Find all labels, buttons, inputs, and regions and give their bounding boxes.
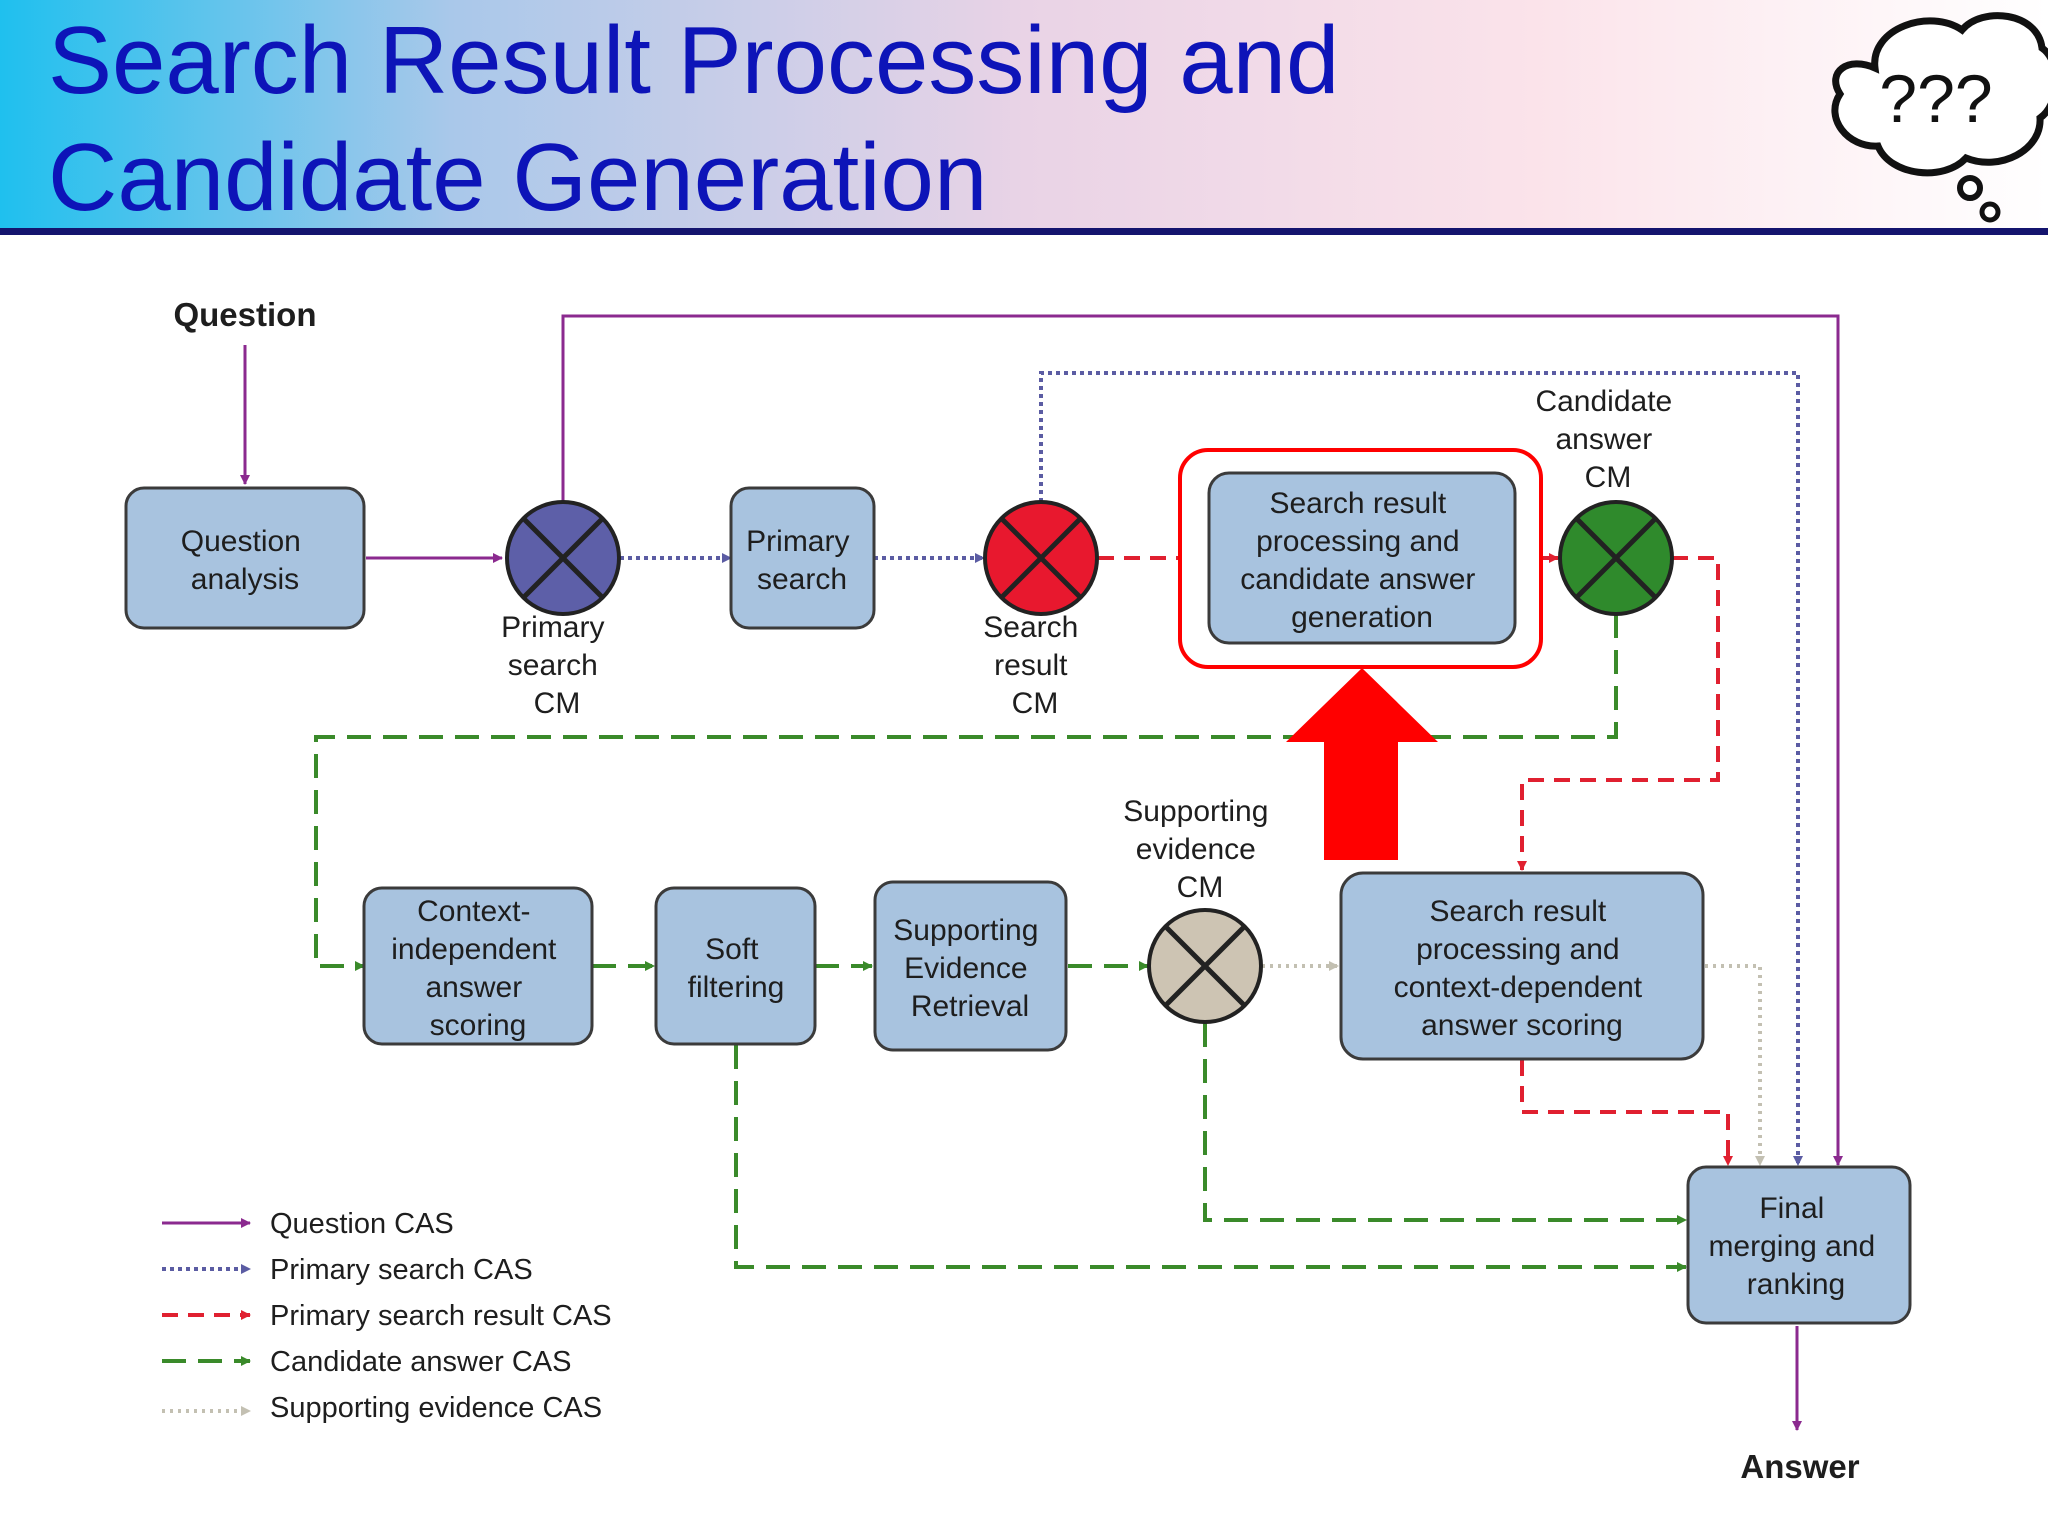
svg-text:Supporting Evidence: Supporting Evidence Retrieval [893, 914, 1046, 1023]
legend-item-candidate-answer-cas: Candidate answer CAS [162, 1346, 571, 1378]
final-merging-line-3: ranking [1747, 1268, 1845, 1301]
candidate-generation-line-3: candidate answer [1240, 563, 1475, 596]
context-independent-scoring-box: Context- independent answer scoring [362, 886, 594, 1046]
context-independent-line-3: answer [425, 971, 522, 1004]
highlight-arrow-icon [1286, 668, 1438, 860]
supporting-evidence-cm-icon [1147, 908, 1263, 1024]
search-result-cm-icon [983, 500, 1099, 616]
svg-text:Search result processing: Search result processing and candidate a… [1240, 487, 1484, 634]
svg-text:Search result processing: Search result processing and context-dep… [1394, 895, 1651, 1042]
primary-search-line-1: Primary [746, 525, 849, 558]
svg-text:Soft filtering: Soft filtering [688, 933, 785, 1004]
final-merging-line-1: Final [1759, 1192, 1824, 1225]
answer-output-label: Answer [1740, 1448, 1859, 1485]
legend-label: Primary search result CAS [270, 1300, 612, 1332]
search-result-cm-line-1: Search [983, 611, 1078, 644]
candidate-answer-cm-line-3: CM [1585, 461, 1632, 494]
svg-text:Context- independent: Context- independent answer scoring [391, 895, 565, 1042]
slide-title: Search Result Processing and Candidate G… [48, 2, 1339, 236]
supporting-evidence-cas-connectors [1262, 961, 1765, 1166]
candidate-generation-line-1: Search result [1269, 487, 1446, 520]
supporting-evidence-retrieval-line-2: Evidence [904, 952, 1027, 985]
context-dependent-line-4: answer scoring [1421, 1009, 1623, 1042]
primary-search-box: Primary search [729, 486, 876, 630]
primary-search-line-2: search [757, 563, 847, 596]
legend-label: Supporting evidence CAS [270, 1392, 602, 1424]
question-analysis-box: Question analysis [124, 486, 366, 630]
legend-item-question-cas: Question CAS [162, 1208, 454, 1240]
question-analysis-line-2: analysis [191, 563, 299, 596]
header-rule [0, 228, 2048, 235]
title-line-2: Candidate Generation [48, 124, 988, 231]
svg-text:Final merging and: Final merging and ranking [1708, 1192, 1883, 1301]
candidate-answer-cm-line-2: answer [1555, 423, 1652, 456]
question-input-label: Question [173, 296, 316, 333]
legend: Question CAS Primary search CAS Primary … [162, 1208, 612, 1424]
candidate-generation-box: Search result processing and candidate a… [1207, 471, 1517, 645]
candidate-answer-cm-icon [1558, 500, 1674, 616]
primary-search-cm-line-2: search [508, 649, 598, 682]
svg-text:Search result CM: Search result CM [983, 611, 1086, 720]
legend-label: Question CAS [270, 1208, 454, 1240]
primary-search-cm-line-3: CM [534, 687, 581, 720]
svg-text:Supporting evidence CM: Supporting evidence CM [1123, 795, 1276, 904]
supporting-evidence-cm-line-1: Supporting [1123, 795, 1268, 828]
context-independent-line-4: scoring [430, 1009, 527, 1042]
supporting-evidence-cm-line-2: evidence [1136, 833, 1256, 866]
question-cas-connectors [240, 314, 1843, 1431]
candidate-answer-cas-connectors [314, 614, 1687, 1272]
legend-item-primary-search-result-cas: Primary search result CAS [162, 1300, 612, 1332]
supporting-evidence-retrieval-box: Supporting Evidence Retrieval [873, 880, 1068, 1052]
legend-item-supporting-evidence-cas: Supporting evidence CAS [162, 1392, 602, 1424]
soft-filtering-box: Soft filtering [654, 886, 817, 1046]
supporting-evidence-retrieval-line-1: Supporting [893, 914, 1038, 947]
context-dependent-line-3: context-dependent [1394, 971, 1643, 1004]
svg-text:Primary search: Primary search [746, 525, 858, 596]
legend-label: Primary search CAS [270, 1254, 533, 1286]
svg-text:Candidate answer CM: Candidate answer CM [1535, 385, 1680, 494]
svg-text:Question analysis: Question analysis [181, 525, 309, 596]
primary-search-cas-connectors [620, 371, 1803, 1166]
context-independent-line-1: Context- [417, 895, 530, 928]
slide-header [0, 0, 2048, 228]
supporting-evidence-cm-line-3: CM [1177, 871, 1224, 904]
soft-filtering-line-1: Soft [705, 933, 759, 966]
final-merging-box: Final merging and ranking [1686, 1165, 1912, 1325]
search-result-cm-line-2: result [994, 649, 1068, 682]
question-analysis-line-1: Question [181, 525, 301, 558]
svg-text:Primary search CM: Primary search CM [501, 611, 613, 720]
primary-search-cm-line-1: Primary [501, 611, 604, 644]
legend-item-primary-search-cas: Primary search CAS [162, 1254, 533, 1286]
primary-search-cm-icon [505, 500, 621, 616]
soft-filtering-line-2: filtering [688, 971, 785, 1004]
thought-bubble-icon: ??? [1831, 12, 2048, 223]
search-result-cm-line-3: CM [1012, 687, 1059, 720]
candidate-answer-cm-line-1: Candidate [1535, 385, 1672, 418]
thought-bubble-text: ??? [1879, 61, 1992, 137]
final-merging-line-2: merging and [1708, 1230, 1875, 1263]
supporting-evidence-retrieval-line-3: Retrieval [911, 990, 1029, 1023]
context-dependent-line-1: Search result [1429, 895, 1606, 928]
context-independent-line-2: independent [391, 933, 557, 966]
context-dependent-line-2: processing and [1416, 933, 1619, 966]
context-dependent-scoring-box: Search result processing and context-dep… [1339, 871, 1705, 1061]
candidate-generation-line-2: processing and [1256, 525, 1459, 558]
candidate-generation-line-4: generation [1291, 601, 1433, 634]
title-line-1: Search Result Processing and [48, 7, 1340, 114]
legend-label: Candidate answer CAS [270, 1346, 571, 1378]
